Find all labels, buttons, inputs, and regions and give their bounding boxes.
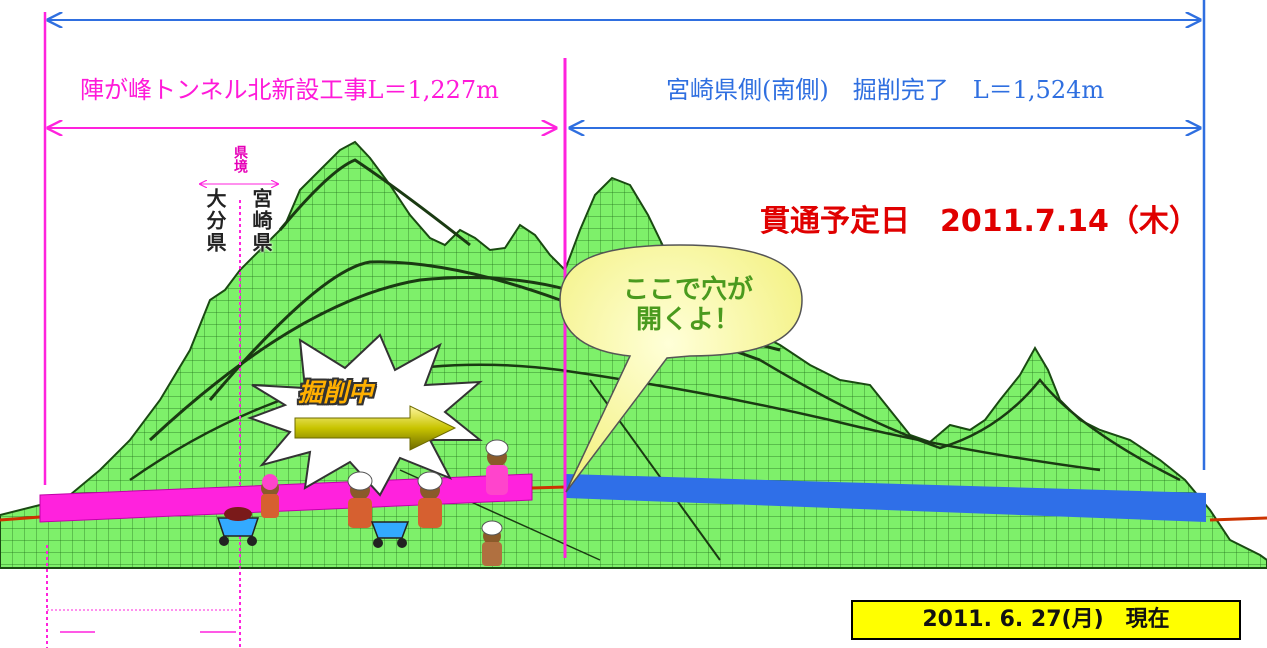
north-section-label: 陣が峰トンネル北新設工事L＝1,227m [80,76,499,104]
worker-figure-icon [347,471,373,528]
approach-road [0,515,41,522]
remaining-section [531,485,567,490]
excavating-label: 掘削中 [298,378,374,407]
status-date-box: 2011. 6. 27(月) 現在 [851,600,1241,640]
worker-figure-icon [485,439,509,495]
approach-road [1209,516,1267,522]
worker-figure-icon [417,471,443,528]
strata-line [759,358,1181,482]
drill-arrow-icon [294,405,457,451]
speech-bubble-text: ここで穴が 開くよ！ [622,275,753,335]
prefecture-oita-label: 大分県 [203,188,227,254]
strata-line [278,158,471,247]
wheelbarrow-icon [216,507,260,546]
wheelbarrow-icon [370,521,410,548]
planned-breakthrough-date: 貫通予定日 2011.7.14（木） [760,204,1199,239]
worker-figure-icon [261,474,279,518]
prefecture-border-label: 県境 [232,145,248,173]
south-section-label: 宮崎県側(南側) 掘削完了 L＝1,524m [666,76,1105,104]
prefecture-miyazaki-label: 宮崎県 [249,188,273,254]
south-tunnel-completed [566,474,1206,522]
speech-bubble [559,244,803,493]
worker-figure-icon [481,520,503,566]
